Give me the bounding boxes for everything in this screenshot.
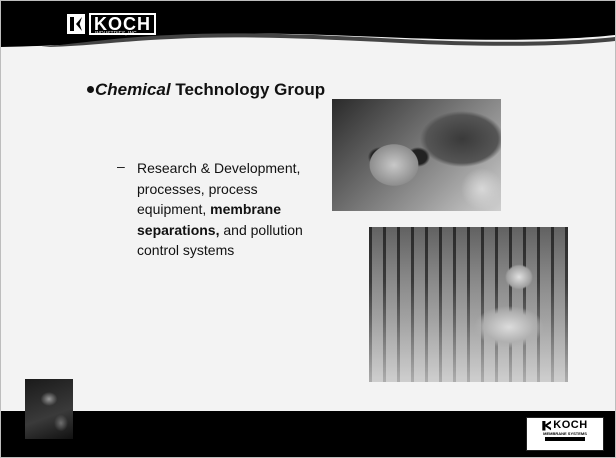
sub-bullet-text: Research & Development, processes, proce… (137, 158, 327, 261)
logo-subtitle: INDUSTRIES, INC. (95, 31, 139, 37)
sub-bullet-dash: – (117, 158, 125, 174)
footer-logo-name: KOCH (553, 419, 588, 431)
footer-logo-bar (545, 437, 585, 441)
koch-logo-top: KOCH (67, 11, 156, 37)
sub-text-bold: membrane separations, (137, 201, 281, 238)
photo-laboratory-worker (369, 227, 568, 382)
koch-k-icon (542, 420, 552, 431)
top-band (1, 1, 615, 47)
bullet-title-italic: Chemical (95, 80, 171, 99)
koch-k-icon (67, 14, 85, 34)
corner-decorative-image (25, 379, 73, 439)
photo-researcher-with-goggles (332, 99, 501, 211)
bullet-title: Chemical Technology Group (95, 79, 335, 101)
bottom-band (1, 411, 615, 457)
logo-text: KOCH (89, 13, 156, 35)
bullet-title-rest: Technology Group (170, 80, 326, 99)
bullet-dot (87, 86, 94, 93)
sub-text-part-2: and pollution control systems (137, 221, 303, 259)
koch-membrane-logo: KOCH MEMBRANE SYSTEMS (526, 417, 604, 451)
sub-text-part-1: Research & Development, processes, proce… (137, 160, 301, 217)
footer-logo-tag: MEMBRANE SYSTEMS (543, 431, 587, 436)
